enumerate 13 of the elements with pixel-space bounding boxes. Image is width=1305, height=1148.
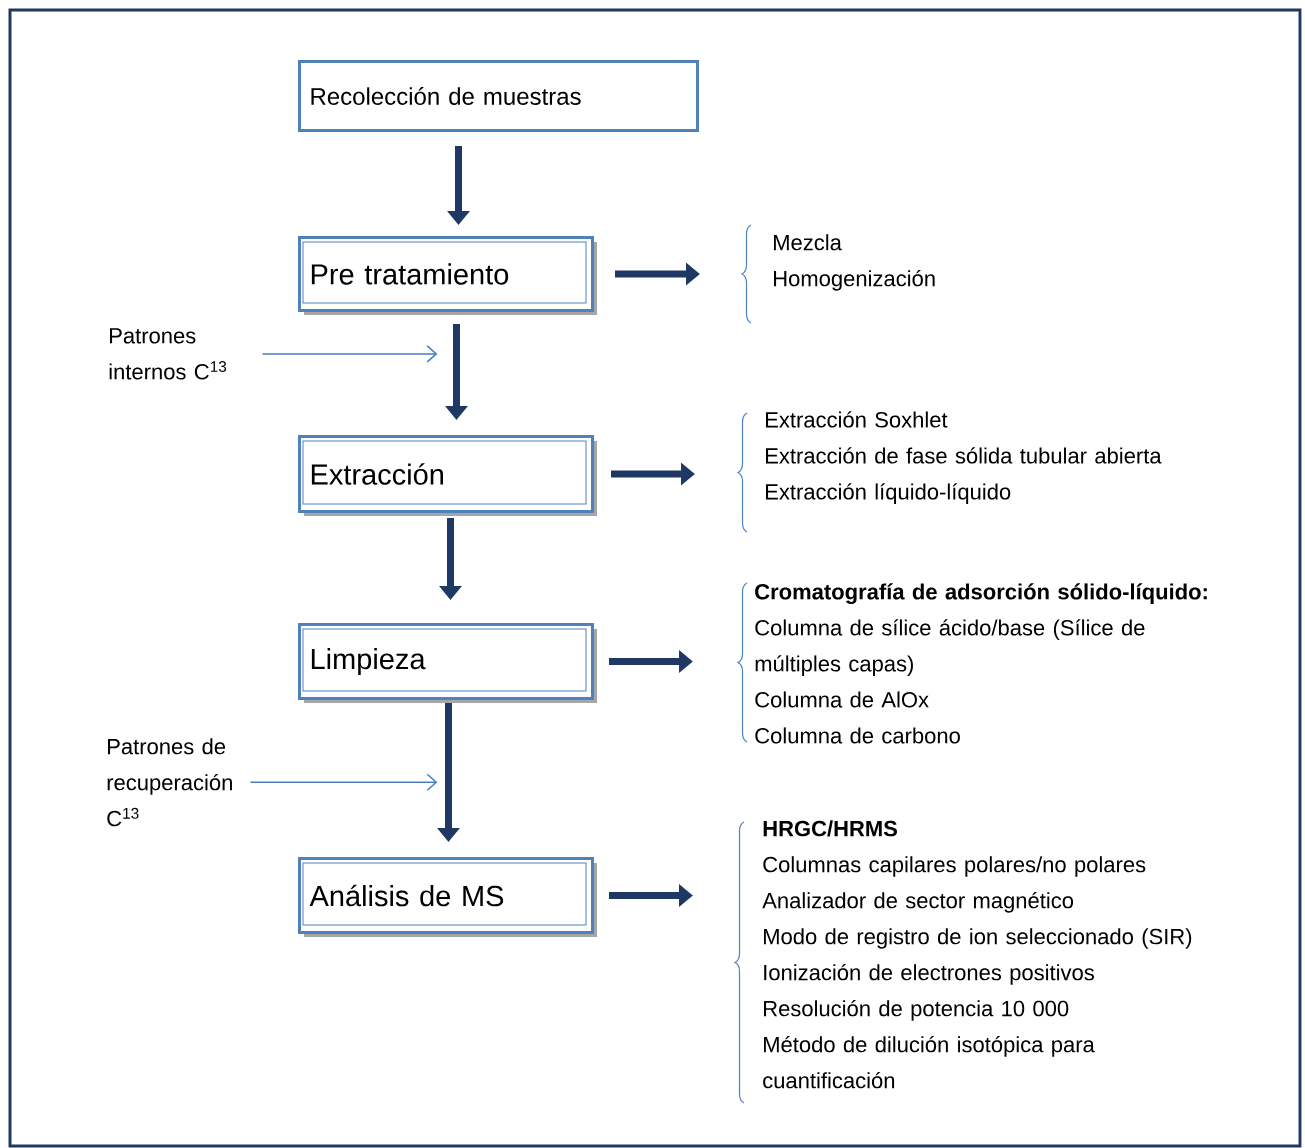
process-box: Análisis de MS <box>298 857 597 937</box>
process-box: Extracción <box>298 435 597 516</box>
input-label: Patrones de recuperación C$^{13}$ <box>107 738 232 827</box>
process-box: Recolección de muestras <box>298 60 699 132</box>
process-box: Limpieza <box>298 623 597 703</box>
item-list: Cromatografía de adsorción sólido-líquido: Columna de sílice ácido/base (Sílice de múltiples capas) Columna de AlOx Columna de carbono <box>755 583 1207 744</box>
input-label: Patrones internos C$^{13}$ <box>109 328 227 380</box>
arrow <box>261 345 438 363</box>
item-list: Extracción Soxhlet Extracción de fase sólida tubular abierta Extracción líquido-líquido <box>766 411 1162 504</box>
process-box: Pre tratamiento <box>298 236 597 315</box>
item-list: Mezcla Homogenización <box>774 234 935 291</box>
arrow <box>249 773 438 792</box>
item-list: HRGC/HRMS Columnas capilares polares/no polares Analizador de sector magnético Modo de registro de ion seleccionado (SIR) Ionización de electrones positivos Resolución de potencia 10 000 Método de dilución isotópica para cuantificación <box>762 820 1192 1089</box>
